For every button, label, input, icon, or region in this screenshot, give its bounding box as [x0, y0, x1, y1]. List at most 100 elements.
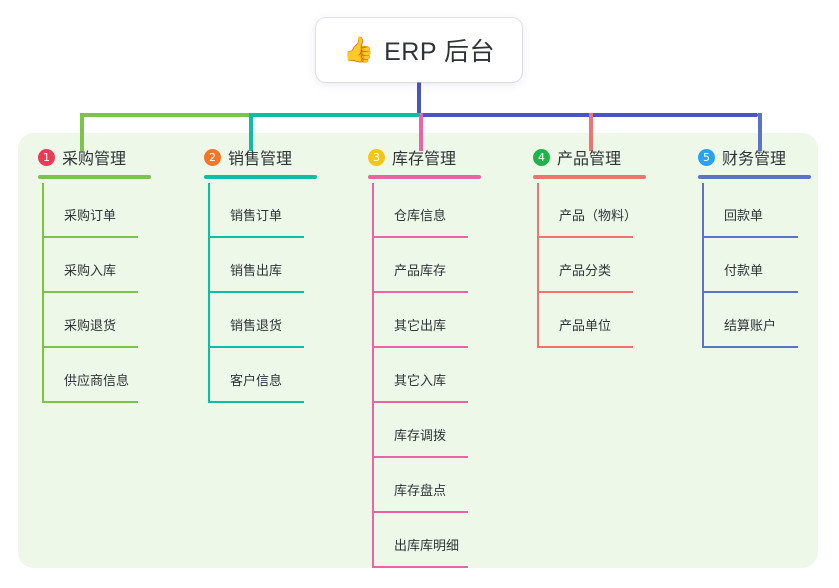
menu-item-underline [208, 346, 304, 348]
connector-drop-5 [758, 113, 762, 151]
menu-item[interactable]: 库存调拨 [372, 403, 472, 458]
menu-item[interactable]: 采购订单 [42, 183, 142, 238]
menu-item-underline [372, 346, 468, 348]
column-index-badge: 1 [38, 148, 55, 166]
menu-item-label: 供应商信息 [64, 373, 130, 388]
connector-bar-segment-2 [249, 113, 419, 117]
menu-item[interactable]: 产品（物料） [537, 183, 637, 238]
thumbs-up-icon: 👍 [342, 35, 375, 64]
menu-item-underline [372, 456, 468, 458]
menu-item-label: 产品分类 [559, 263, 612, 278]
column-index-badge: 3 [368, 148, 385, 166]
column-title: 销售管理 [228, 151, 293, 168]
menu-item[interactable]: 产品分类 [537, 238, 637, 293]
menu-item-underline [42, 236, 138, 238]
menu-item-underline [208, 401, 304, 403]
menu-item[interactable]: 库存盘点 [372, 458, 472, 513]
menu-item-label: 仓库信息 [394, 208, 447, 223]
column-title: 财务管理 [722, 151, 787, 168]
menu-item-underline [372, 291, 468, 293]
menu-item-underline [702, 236, 798, 238]
connector-drop-3 [419, 113, 423, 151]
connector-drop-1 [80, 113, 84, 151]
menu-item-label: 回款单 [724, 208, 764, 223]
menu-item-label: 销售出库 [230, 263, 283, 278]
menu-item-underline [42, 346, 138, 348]
menu-item-label: 产品（物料） [559, 208, 638, 223]
column-index-badge: 4 [533, 148, 550, 166]
menu-item-underline [702, 291, 798, 293]
menu-item-underline [372, 236, 468, 238]
menu-item-underline [208, 291, 304, 293]
menu-item-label: 库存盘点 [394, 483, 447, 498]
column-1: 1 采购管理采购订单采购入库采购退货供应商信息 [32, 145, 197, 403]
menu-item-label: 出库库明细 [394, 538, 460, 553]
menu-item-underline [537, 236, 633, 238]
menu-item[interactable]: 产品单位 [537, 293, 637, 348]
column-title: 产品管理 [557, 151, 622, 168]
menu-item-label: 产品库存 [394, 263, 447, 278]
menu-item-underline [537, 346, 633, 348]
menu-item-underline [372, 566, 468, 568]
menu-item-underline [702, 346, 798, 348]
column-index-badge: 2 [204, 148, 221, 166]
column-header-3[interactable]: 3 库存管理 [362, 145, 527, 169]
menu-item-label: 产品单位 [559, 318, 612, 333]
connector-drop-4 [589, 113, 593, 151]
column-header-1[interactable]: 1 采购管理 [32, 145, 197, 169]
menu-item[interactable]: 客户信息 [208, 348, 308, 403]
menu-item[interactable]: 其它入库 [372, 348, 472, 403]
column-2: 2 销售管理销售订单销售出库销售退货客户信息 [198, 145, 363, 403]
menu-item-label: 其它入库 [394, 373, 447, 388]
menu-item-label: 采购订单 [64, 208, 117, 223]
menu-item-label: 其它出库 [394, 318, 447, 333]
menu-item[interactable]: 采购退货 [42, 293, 142, 348]
menu-item[interactable]: 销售订单 [208, 183, 308, 238]
connector-bar-segment-3 [419, 113, 758, 117]
menu-item-label: 采购退货 [64, 318, 117, 333]
menu-item-underline [372, 401, 468, 403]
menu-item-underline [372, 511, 468, 513]
menu-item-label: 库存调拨 [394, 428, 447, 443]
root-node[interactable]: 👍 ERP 后台 [316, 18, 522, 82]
column-header-underline [698, 175, 811, 179]
root-stem-connector [417, 80, 421, 116]
column-title: 库存管理 [392, 151, 457, 168]
column-items-2: 销售订单销售出库销售退货客户信息 [208, 183, 308, 403]
column-header-underline [38, 175, 151, 179]
column-3: 3 库存管理仓库信息产品库存其它出库其它入库库存调拨库存盘点出库库明细 [362, 145, 527, 568]
menu-item[interactable]: 销售出库 [208, 238, 308, 293]
menu-item-underline [537, 291, 633, 293]
column-header-4[interactable]: 4 产品管理 [527, 145, 692, 169]
column-items-1: 采购订单采购入库采购退货供应商信息 [42, 183, 142, 403]
column-index-badge: 5 [698, 148, 715, 166]
column-title: 采购管理 [62, 151, 127, 168]
menu-item-label: 结算账户 [724, 318, 777, 333]
menu-item[interactable]: 出库库明细 [372, 513, 472, 568]
column-header-5[interactable]: 5 财务管理 [692, 145, 839, 169]
menu-item[interactable]: 结算账户 [702, 293, 802, 348]
menu-item[interactable]: 付款单 [702, 238, 802, 293]
column-items-3: 仓库信息产品库存其它出库其它入库库存调拨库存盘点出库库明细 [372, 183, 472, 568]
menu-item[interactable]: 仓库信息 [372, 183, 472, 238]
column-items-5: 回款单付款单结算账户 [702, 183, 802, 348]
root-node-title: ERP 后台 [384, 38, 496, 66]
column-header-underline [204, 175, 317, 179]
connector-bar-segment-1 [80, 113, 249, 117]
menu-item[interactable]: 回款单 [702, 183, 802, 238]
column-header-2[interactable]: 2 销售管理 [198, 145, 363, 169]
menu-item[interactable]: 产品库存 [372, 238, 472, 293]
column-header-underline [533, 175, 646, 179]
column-items-4: 产品（物料） 产品分类产品单位 [537, 183, 637, 348]
menu-item-label: 销售订单 [230, 208, 283, 223]
column-header-underline [368, 175, 481, 179]
menu-item-underline [42, 401, 138, 403]
menu-item[interactable]: 供应商信息 [42, 348, 142, 403]
diagram-background-panel [18, 133, 818, 568]
menu-item[interactable]: 其它出库 [372, 293, 472, 348]
column-5: 5 财务管理回款单付款单结算账户 [692, 145, 839, 348]
menu-item[interactable]: 采购入库 [42, 238, 142, 293]
menu-item[interactable]: 销售退货 [208, 293, 308, 348]
menu-item-label: 销售退货 [230, 318, 283, 333]
menu-item-underline [208, 236, 304, 238]
